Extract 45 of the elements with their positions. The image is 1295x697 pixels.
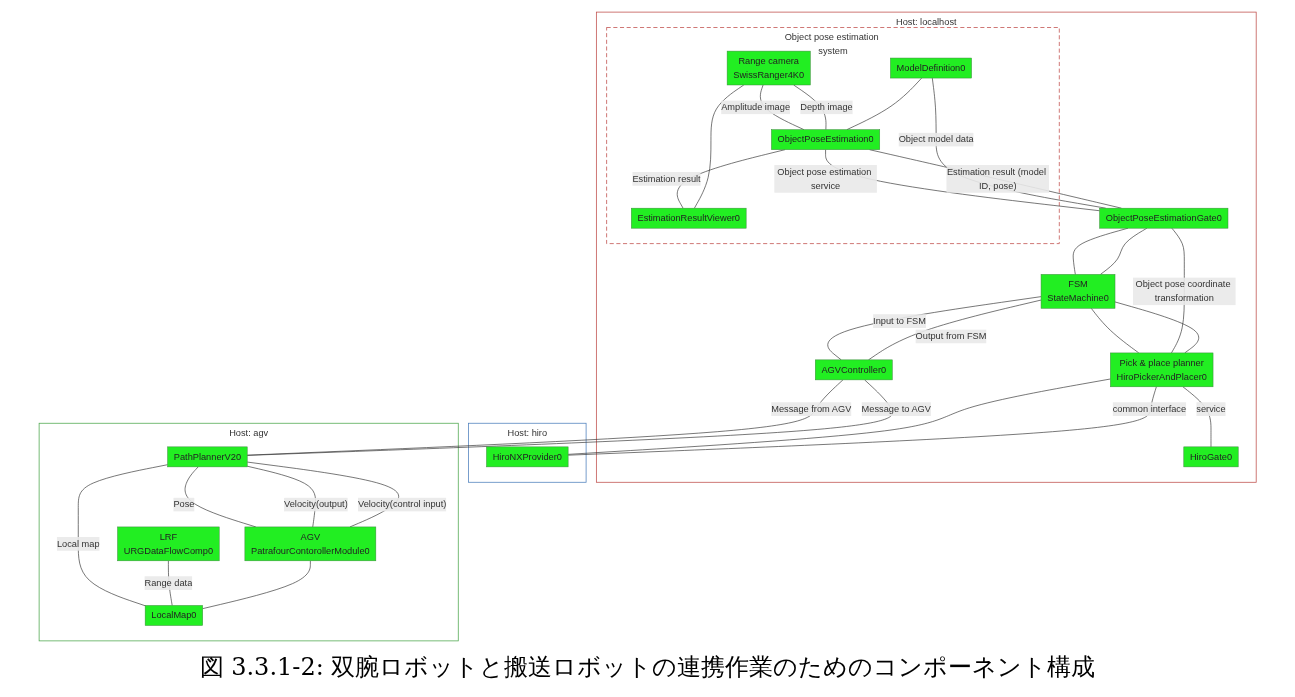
node-box: ObjectPoseEstimation0	[771, 129, 880, 150]
edge-label: Local map	[56, 538, 100, 549]
edge-label: Amplitude image	[721, 101, 790, 113]
node-box: AGVController0	[814, 359, 893, 381]
connector	[77, 464, 168, 607]
edge-label: Object model data	[898, 134, 974, 145]
connector	[827, 296, 1042, 361]
node-box: LRF URGDataFlowComp0	[117, 526, 220, 562]
connector	[693, 84, 744, 209]
node-box: FSM StateMachine0	[1040, 274, 1116, 309]
node-box: EstimationResultViewer0	[630, 207, 747, 229]
edge-label: Estimation result (model ID, pose)	[946, 166, 1046, 191]
node-box: AGV PatrafourContorollerModule0	[244, 526, 376, 562]
node-box: Pick & place planner HiroPickerAndPlacer0	[1109, 352, 1214, 388]
connector	[202, 560, 311, 609]
connector	[1090, 307, 1139, 354]
edge-label: service	[1196, 403, 1226, 415]
edge-label: Output from FSM	[915, 331, 987, 342]
edge-label: Message to AGV	[861, 403, 931, 415]
edge-label: Velocity(control input)	[357, 499, 447, 510]
figure-caption: 図 3.3.1-2: 双腕ロボットと搬送ロボットの連携作業のためのコンポーネント構成	[198, 652, 1097, 683]
edge-label: Depth image	[800, 101, 853, 113]
connector	[1114, 301, 1199, 354]
node-box: ObjectPoseEstimationGate0	[1099, 207, 1229, 229]
edge-label: Velocity(output)	[283, 499, 348, 510]
connector	[825, 149, 1100, 212]
node-box: PathPlannerV20	[167, 446, 248, 468]
node-box: HiroNXProvider0	[486, 446, 569, 468]
node-box: LocalMap0	[144, 605, 203, 626]
edge-label: Object pose coordinate transformation	[1135, 279, 1231, 304]
edge-label: Input to FSM	[872, 315, 926, 326]
node-box: Range camera SwissRanger4K0	[726, 50, 811, 86]
connector	[1100, 227, 1148, 275]
edge-label: Message from AGV	[771, 403, 852, 415]
node-box: HiroGate0	[1183, 446, 1239, 468]
connector	[846, 77, 922, 130]
edge-label: common interface	[1112, 403, 1186, 415]
connector	[567, 386, 1157, 456]
edge-label: Estimation result	[632, 173, 701, 184]
edge-label: Object pose estimation service	[777, 166, 872, 191]
connector	[567, 378, 1111, 455]
node-box: ModelDefinition0	[890, 57, 972, 79]
edge-label: Range data	[144, 577, 193, 589]
edge-label: Pose	[173, 499, 195, 510]
connector	[868, 299, 1042, 361]
